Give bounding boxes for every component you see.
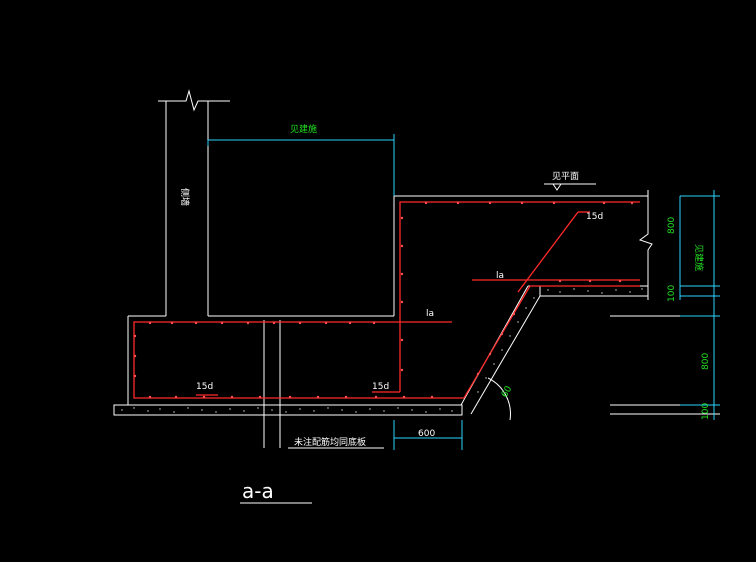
dimension-lines [207, 134, 720, 450]
note-anchor-bottom-mid: 15d [372, 382, 389, 392]
note-la-mid: la [496, 271, 504, 281]
rebar-dots [133, 201, 634, 399]
label-see-elevation-right: 见建施 [693, 244, 705, 271]
label-side-wall: 侧墙 [179, 188, 191, 206]
angle-arc [487, 377, 511, 421]
section-title: a-a [242, 479, 274, 503]
dim-bottom-width: 600 [418, 429, 435, 439]
label-see-plan: 见平面 [552, 171, 579, 182]
dim-angle: 60 [500, 384, 515, 399]
dim-right-lower: 800 [701, 353, 711, 370]
bottom-slab [113, 285, 649, 416]
dim-right-upper: 800 [667, 217, 677, 234]
note-la-left: la [426, 309, 434, 319]
break-line-top [158, 89, 230, 112]
note-anchor-bottom-left: 15d [196, 382, 213, 392]
dim-right-upper-slab: 100 [667, 285, 677, 302]
break-line-right [638, 190, 653, 300]
rebar [133, 201, 640, 399]
dim-right-lower-slab: 100 [701, 403, 711, 420]
label-bottom-note: 未注配筋均同底板 [294, 436, 366, 448]
label-see-elevation-top: 见建施 [290, 123, 317, 135]
note-anchor-top: 15d [586, 212, 603, 222]
level-marker [544, 183, 596, 191]
